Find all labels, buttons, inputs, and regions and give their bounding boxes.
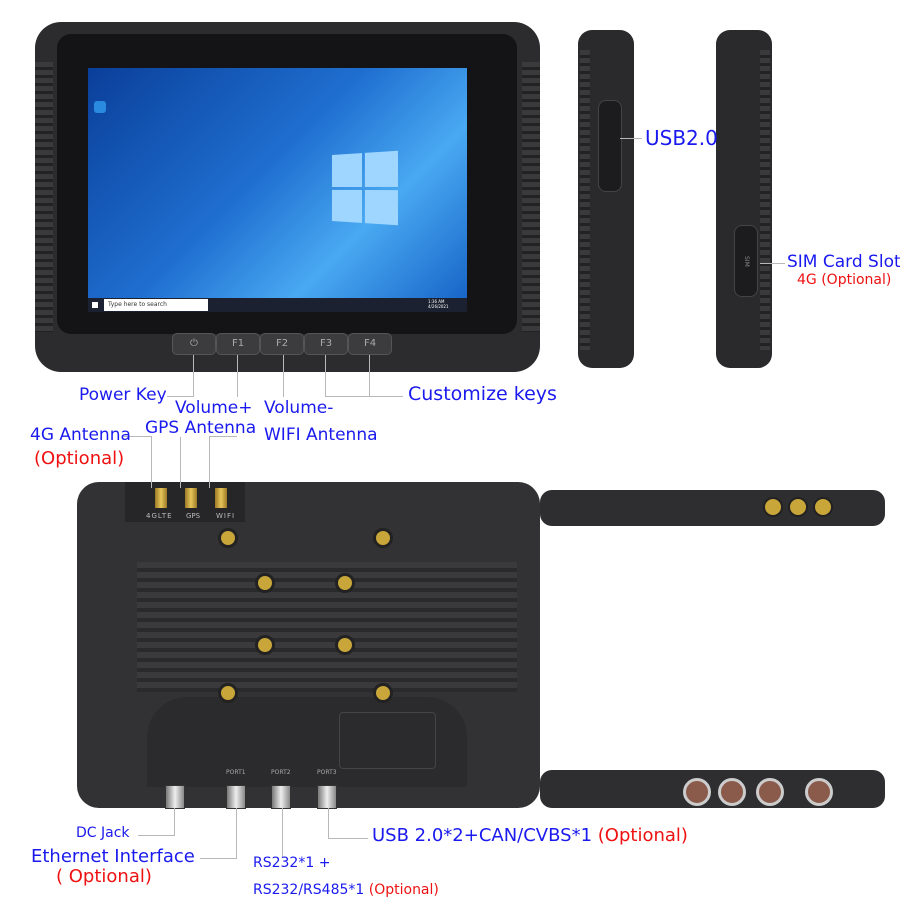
sim-slot-cover: SIM xyxy=(734,225,758,297)
tablet-side-right: SIM xyxy=(716,30,772,368)
ethernet-port xyxy=(226,785,246,809)
label-usb-can: USB 2.0*2+CAN/CVBS*1 (Optional) xyxy=(372,827,688,845)
4g-antenna-connector xyxy=(155,488,167,508)
rs232-text: RS232/RS485*1 xyxy=(253,882,365,898)
rs232-port xyxy=(271,785,291,809)
start-icon[interactable] xyxy=(92,302,98,308)
clock-date: 4/26/2021 xyxy=(428,304,449,309)
bottom-connector xyxy=(683,778,711,806)
bottom-connector xyxy=(718,778,746,806)
label-volume-plus: Volume+ xyxy=(175,398,253,418)
label-ethernet: Ethernet Interface xyxy=(31,846,195,867)
usb-can-port xyxy=(317,785,337,809)
label-customize-keys: Customize keys xyxy=(408,383,557,405)
label-gps-antenna: GPS Antenna xyxy=(145,418,257,438)
bottom-connector xyxy=(756,778,784,806)
f4-key[interactable]: F4 xyxy=(348,333,392,355)
label-volume-minus: Volume- xyxy=(264,398,334,418)
port3-tag: PORT3 xyxy=(317,769,337,776)
tablet-side-left xyxy=(578,30,634,368)
label-dc-jack: DC Jack xyxy=(76,825,130,841)
mount-screw xyxy=(335,635,355,655)
wifi-antenna-connector xyxy=(215,488,227,508)
label-wifi-antenna: WIFI Antenna xyxy=(264,425,378,445)
label-sim-optional: 4G (Optional) xyxy=(797,272,892,288)
label-rs232-line1: RS232*1 + xyxy=(253,855,331,871)
label-sim-card-slot: SIM Card Slot xyxy=(787,252,900,272)
antenna-tag-4glte: 4GLTE xyxy=(146,512,173,520)
mount-screw xyxy=(218,683,238,703)
search-box[interactable]: Type here to search xyxy=(104,299,208,311)
mount-screw xyxy=(373,528,393,548)
mount-screw xyxy=(218,528,238,548)
mount-screw xyxy=(255,635,275,655)
mount-screw xyxy=(335,573,355,593)
f2-key[interactable]: F2 xyxy=(260,333,304,355)
tablet-bottom-edge xyxy=(540,770,885,808)
port2-tag: PORT2 xyxy=(271,769,291,776)
power-key[interactable]: ⏻ xyxy=(172,333,216,355)
bottom-connector xyxy=(805,778,833,806)
label-power-key: Power Key xyxy=(79,385,167,405)
tablet-back xyxy=(77,482,540,808)
label-ethernet-optional: ( Optional) xyxy=(56,866,152,887)
windows-logo-icon xyxy=(331,150,398,226)
label-rs232-line2: RS232/RS485*1 (Optional) xyxy=(253,883,439,897)
usb-can-optional: (Optional) xyxy=(597,825,688,846)
f1-key[interactable]: F1 xyxy=(216,333,260,355)
label-4g-antenna: 4G Antenna xyxy=(30,425,131,445)
antenna-tag-gps: GPS xyxy=(186,512,201,520)
port1-tag: PORT1 xyxy=(226,769,246,776)
dc-jack-port xyxy=(165,785,185,809)
mount-screw xyxy=(373,683,393,703)
label-4g-antenna-optional: (Optional) xyxy=(34,448,125,469)
label-usb20: USB2.0 xyxy=(645,126,718,150)
f3-key[interactable]: F3 xyxy=(304,333,348,355)
clock-time: 1:36 AM xyxy=(428,299,445,304)
rs232-optional: (Optional) xyxy=(368,882,439,898)
gps-antenna-connector xyxy=(185,488,197,508)
mount-screw xyxy=(255,573,275,593)
usb-can-text: USB 2.0*2+CAN/CVBS*1 xyxy=(372,825,593,846)
usb-port-cover xyxy=(598,100,622,192)
edge-desktop-icon[interactable] xyxy=(94,101,106,113)
antenna-tag-wifi: WIFI xyxy=(216,512,236,520)
tablet-top-edge xyxy=(540,490,885,526)
